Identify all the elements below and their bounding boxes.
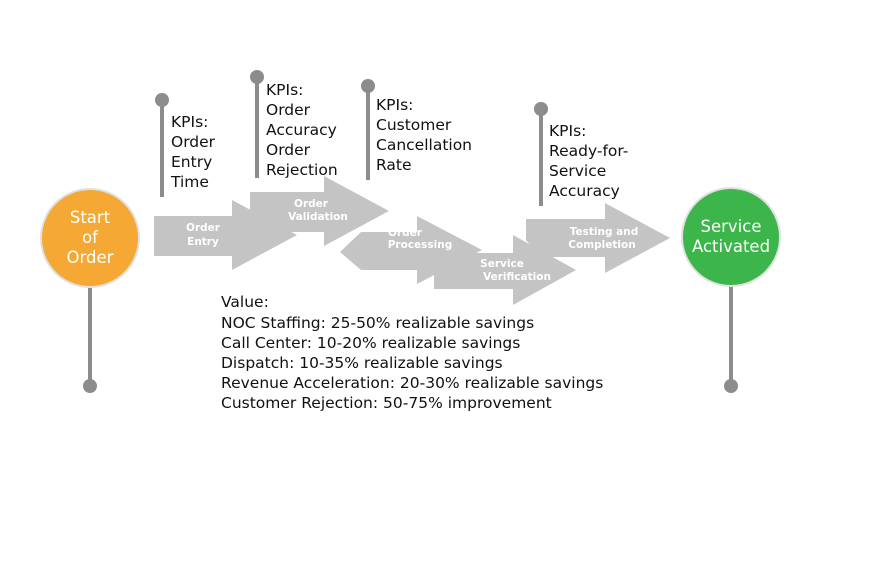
kpi-pin-head	[534, 102, 548, 116]
kpi-pin-head	[155, 93, 169, 107]
kpi-line-1: KPIs:	[549, 122, 586, 140]
step-label-line-1: Order	[186, 222, 221, 234]
step-label-line-1: Order	[388, 227, 423, 239]
start-node: Start of Order	[40, 188, 140, 393]
kpi-line-2: Customer	[376, 116, 452, 134]
kpi-line-2: Order	[266, 101, 311, 119]
kpi-pin-order-processing: KPIs: Customer Cancellation Rate	[361, 79, 472, 180]
start-label-line-1: Start	[70, 208, 111, 227]
step-order-validation: Order Validation	[250, 176, 389, 246]
kpi-pin-order-validation: KPIs: Order Accuracy Order Rejection	[250, 70, 338, 179]
value-item: NOC Staffing: 25-50% realizable savings	[221, 314, 534, 332]
kpi-line-2: Ready-for-	[549, 142, 628, 160]
kpi-line-4: Accuracy	[549, 182, 620, 200]
value-item: Revenue Acceleration: 20-30% realizable …	[221, 374, 603, 392]
step-label-line-1: Testing and	[570, 226, 638, 238]
step-label-line-2: Validation	[288, 211, 348, 223]
start-label-line-2: of	[82, 228, 99, 247]
kpi-line-3: Accuracy	[266, 121, 337, 139]
step-label-line-2: Processing	[388, 239, 453, 251]
kpi-line-1: KPIs:	[376, 96, 413, 114]
step-arrow-shape	[250, 176, 389, 246]
step-label-line-2: Entry	[187, 236, 219, 248]
kpi-pin-head	[361, 79, 375, 93]
kpi-line-3: Entry	[171, 153, 212, 171]
kpi-line-5: Rejection	[266, 161, 338, 179]
kpi-line-4: Order	[266, 141, 311, 159]
value-item: Call Center: 10-20% realizable savings	[221, 334, 520, 352]
value-item: Customer Rejection: 50-75% improvement	[221, 394, 552, 412]
end-pin-head	[724, 379, 738, 393]
kpi-pin-testing-completion: KPIs: Ready-for- Service Accuracy	[534, 102, 628, 206]
kpi-line-4: Time	[170, 173, 209, 191]
value-item: Dispatch: 10-35% realizable savings	[221, 354, 503, 372]
end-node: Service Activated	[681, 187, 781, 393]
kpi-line-1: KPIs:	[266, 81, 303, 99]
kpi-line-4: Rate	[376, 156, 412, 174]
step-arrow-shape	[526, 203, 670, 273]
step-label-line-2: Verification	[483, 271, 551, 283]
step-testing-completion: Testing and Completion	[526, 203, 670, 273]
kpi-pin-order-entry: KPIs: Order Entry Time	[155, 93, 216, 197]
value-block: Value: NOC Staffing: 25-50% realizable s…	[221, 293, 603, 412]
step-label-line-2: Completion	[568, 239, 635, 251]
kpi-line-2: Order	[171, 133, 216, 151]
process-arrows: Order Entry Order Validation Order Proce…	[154, 176, 670, 305]
end-label-line-1: Service	[701, 217, 762, 236]
start-pin-head	[83, 379, 97, 393]
start-label-line-3: Order	[67, 248, 114, 267]
step-label-line-1: Order	[294, 198, 329, 210]
end-circle	[681, 187, 781, 287]
step-label-line-1: Service	[480, 258, 524, 270]
value-heading: Value:	[221, 293, 269, 311]
end-label-line-2: Activated	[692, 237, 770, 256]
kpi-line-3: Service	[549, 162, 606, 180]
kpi-pin-head	[250, 70, 264, 84]
kpi-line-3: Cancellation	[376, 136, 472, 154]
kpi-line-1: KPIs:	[171, 113, 208, 131]
start-circle	[40, 188, 140, 288]
